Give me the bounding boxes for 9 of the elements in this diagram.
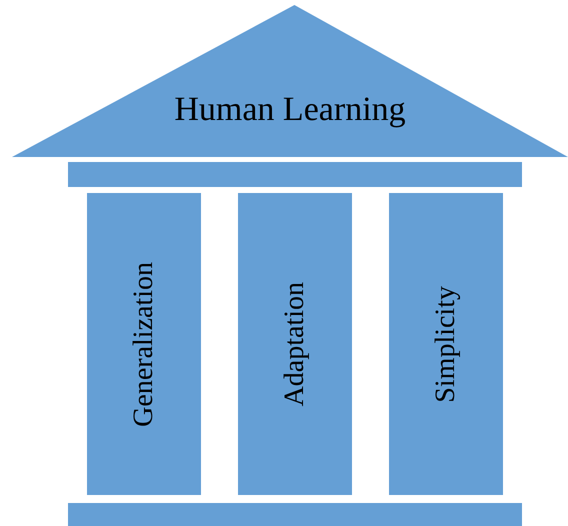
pillar xyxy=(389,193,503,495)
roof-beam xyxy=(68,162,522,187)
pillar xyxy=(238,193,352,495)
title-text: Human Learning xyxy=(174,93,406,127)
pillar-label: Generalization xyxy=(130,262,158,426)
pillar xyxy=(87,193,201,495)
pillar-label: Adaptation xyxy=(281,282,309,406)
pillar-label: Simplicity xyxy=(432,286,460,402)
base-slab xyxy=(68,503,522,526)
